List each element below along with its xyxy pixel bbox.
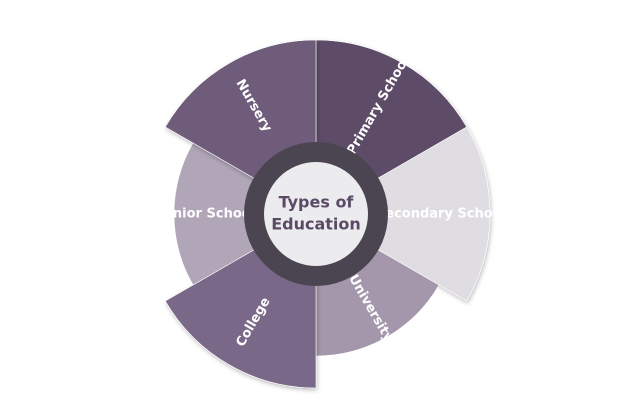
segment-label-secondary-school: Secondary School [376,207,506,222]
center-disc [264,162,368,266]
center-title-line1: Types of [279,193,355,212]
segment-label-junior-school: Junior School [158,207,255,222]
center-title-line2: Education [271,215,361,234]
